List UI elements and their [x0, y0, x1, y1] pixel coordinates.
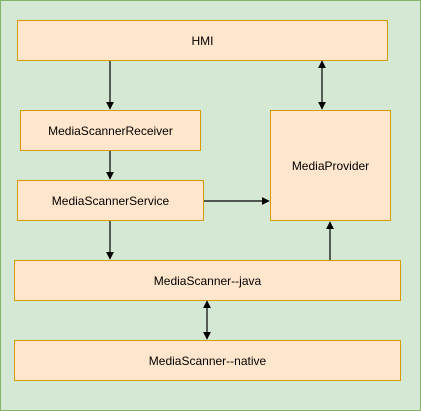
node-media-scanner-service-label: MediaScannerService: [51, 193, 170, 208]
node-media-scanner-receiver: MediaScannerReceiver: [20, 110, 201, 151]
node-hmi-label: HMI: [191, 33, 214, 48]
node-media-provider-label: MediaProvider: [291, 158, 370, 173]
node-media-scanner-service: MediaScannerService: [17, 180, 204, 221]
node-media-scanner-java-label: MediaScanner--java: [153, 273, 262, 288]
node-media-scanner-receiver-label: MediaScannerReceiver: [48, 123, 173, 138]
node-media-scanner-native: MediaScanner--native: [14, 340, 401, 381]
node-media-scanner-java: MediaScanner--java: [14, 260, 401, 301]
node-media-scanner-native-label: MediaScanner--native: [148, 353, 267, 368]
node-media-provider: MediaProvider: [270, 110, 391, 221]
node-hmi: HMI: [17, 20, 388, 61]
